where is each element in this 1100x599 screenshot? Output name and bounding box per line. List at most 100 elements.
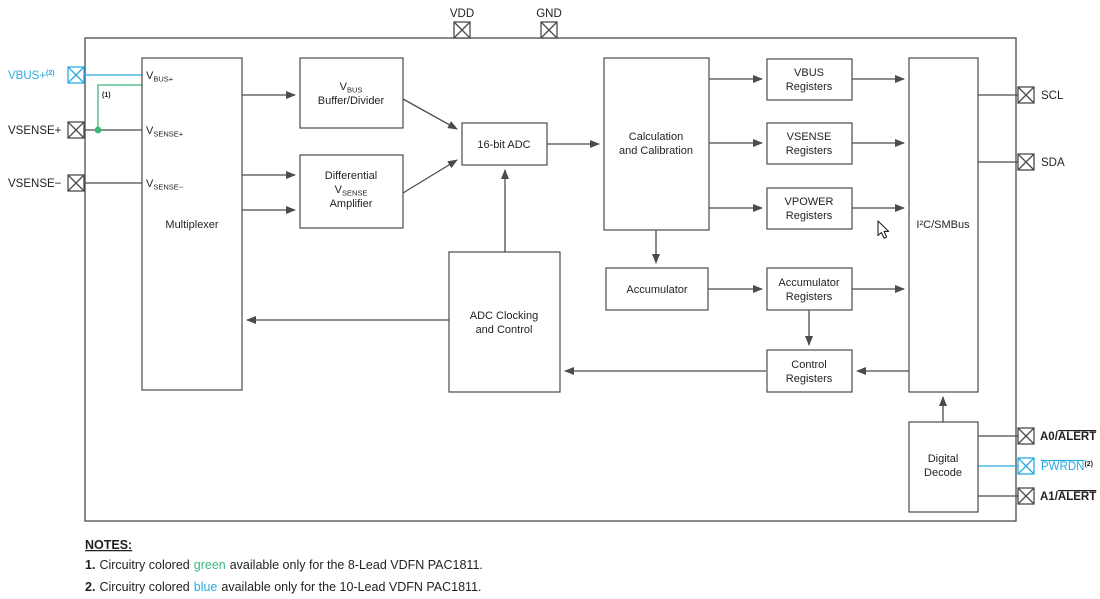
block-digital-decode-line1: Digital (928, 453, 959, 465)
pin-scl-label: SCL (1041, 90, 1064, 102)
block-vbus-buffer-box (299, 57, 404, 129)
block-adc: 16-bit ADC (461, 122, 548, 166)
block-ctrl-regs-box (766, 349, 853, 393)
pin-sda-cross (1017, 153, 1035, 171)
pin-vsense-plus: VSENSE+ (8, 121, 85, 139)
wire-green-option (97, 84, 142, 130)
block-diff-amp: Differential VSENSE Amplifier (299, 154, 404, 229)
block-ctrl-regs-line2: Registers (786, 373, 833, 385)
block-acc-regs-box (766, 267, 853, 311)
block-multiplexer-box (141, 57, 243, 391)
pin-vsensep-cross (67, 121, 85, 139)
pin-vbus-plus: VBUS+(2) (8, 66, 85, 84)
pin-a1-label: A1/ALERT (1040, 491, 1096, 503)
pin-a0-label: A0/ALERT (1040, 431, 1096, 443)
mouse-cursor-icon (877, 220, 890, 239)
pin-gnd-label: GND (536, 8, 562, 20)
block-digital-decode: Digital Decode (908, 421, 979, 513)
pin-vbus-label: VBUS+(2) (8, 70, 55, 82)
block-ctrl-regs-line1: Control (791, 359, 826, 371)
wires (84, 74, 1018, 497)
block-diff-amp-box (299, 154, 404, 229)
mux-input-vsensen: VSENSE− (146, 178, 184, 192)
block-vsense-regs-line1: VSENSE (787, 131, 832, 143)
pin-vdd-label: VDD (450, 8, 474, 20)
pin-scl-cross (1017, 86, 1035, 104)
pin-vsensep-label: VSENSE+ (8, 125, 62, 137)
block-adc-label: 16-bit ADC (477, 139, 530, 151)
block-adc-clocking-line1: ADC Clocking (470, 310, 538, 322)
pin-a1-alert: A1/ALERT (1017, 487, 1096, 505)
pin-pwrdn: PWRDN(2) (1017, 457, 1093, 475)
block-vpower-regs-line2: Registers (786, 210, 833, 222)
block-ctrl-regs: Control Registers (766, 349, 853, 393)
blocks: VBUS+ VSENSE+ VSENSE− Multiplexer VBUS B… (141, 57, 979, 513)
note-ref-1: (1) (102, 92, 111, 99)
pins: VDD GND VBUS+(2) VSENSE+ VSENSE− SCL (8, 8, 1096, 505)
block-digital-decode-box (908, 421, 979, 513)
wire-buffer-adc (402, 98, 458, 130)
block-vbus-regs: VBUS Registers (766, 58, 853, 101)
pin-vsense-minus: VSENSE− (8, 174, 85, 192)
block-vsense-regs-box (766, 122, 853, 165)
block-vbus-regs-line2: Registers (786, 81, 833, 93)
pin-sda-label: SDA (1041, 157, 1065, 169)
block-i2c-smbus-label: I²C/SMBus (916, 219, 970, 231)
pin-pwrdn-cross (1017, 457, 1035, 475)
notes-heading: NOTES: (85, 538, 132, 552)
block-accumulator-label: Accumulator (626, 284, 687, 296)
pin-a0-cross (1017, 427, 1035, 445)
pin-gnd: GND (536, 8, 562, 39)
block-calc-line2: and Calibration (619, 145, 693, 157)
block-calc: Calculation and Calibration (603, 57, 710, 231)
green-junction-dot (94, 126, 102, 134)
block-multiplexer: VBUS+ VSENSE+ VSENSE− Multiplexer (141, 57, 243, 391)
pin-vdd-cross (453, 21, 471, 39)
block-adc-clocking: ADC Clocking and Control (448, 251, 561, 393)
pin-vbus-cross (67, 66, 85, 84)
block-vsense-regs-line2: Registers (786, 145, 833, 157)
block-diff-amp-line2: VSENSE (335, 184, 368, 198)
block-calc-box (603, 57, 710, 231)
block-acc-regs-line2: Registers (786, 291, 833, 303)
pin-sda: SDA (1017, 153, 1065, 171)
block-acc-regs-line1: Accumulator (778, 277, 839, 289)
block-accumulator-box (605, 267, 709, 311)
block-vbus-buffer-line1: VBUS (340, 81, 363, 95)
block-calc-line1: Calculation (629, 131, 683, 143)
block-diff-amp-line3: Amplifier (330, 198, 373, 210)
block-vpower-regs-box (766, 187, 853, 230)
block-i2c-smbus-box (908, 57, 979, 393)
wire-amp-adc (402, 159, 458, 194)
pin-vsensen-label: VSENSE− (8, 178, 62, 190)
block-vpower-regs: VPOWER Registers (766, 187, 853, 230)
pin-pwrdn-label: PWRDN(2) (1041, 461, 1093, 473)
block-digital-decode-line2: Decode (924, 467, 962, 479)
block-acc-regs: Accumulator Registers (766, 267, 853, 311)
block-diff-amp-line1: Differential (325, 170, 377, 182)
pin-scl: SCL (1017, 86, 1064, 104)
mux-input-vbus: VBUS+ (146, 70, 174, 84)
block-i2c-smbus: I²C/SMBus (908, 57, 979, 393)
pin-a0-alert: A0/ALERT (1017, 427, 1096, 445)
block-vbus-regs-line1: VBUS (794, 67, 824, 79)
pin-gnd-cross (540, 21, 558, 39)
block-vsense-regs: VSENSE Registers (766, 122, 853, 165)
block-adc-box (461, 122, 548, 166)
block-vbus-buffer: VBUS Buffer/Divider (299, 57, 404, 129)
pin-vsensen-cross (67, 174, 85, 192)
pin-a1-cross (1017, 487, 1035, 505)
block-vbus-buffer-line2: Buffer/Divider (318, 95, 385, 107)
pin-vdd: VDD (450, 8, 474, 39)
block-adc-clocking-line2: and Control (476, 324, 533, 336)
block-accumulator: Accumulator (605, 267, 709, 311)
block-adc-clocking-box (448, 251, 561, 393)
block-vpower-regs-line1: VPOWER (785, 196, 834, 208)
mux-input-vsensep: VSENSE+ (146, 125, 184, 139)
block-multiplexer-label: Multiplexer (165, 219, 219, 231)
